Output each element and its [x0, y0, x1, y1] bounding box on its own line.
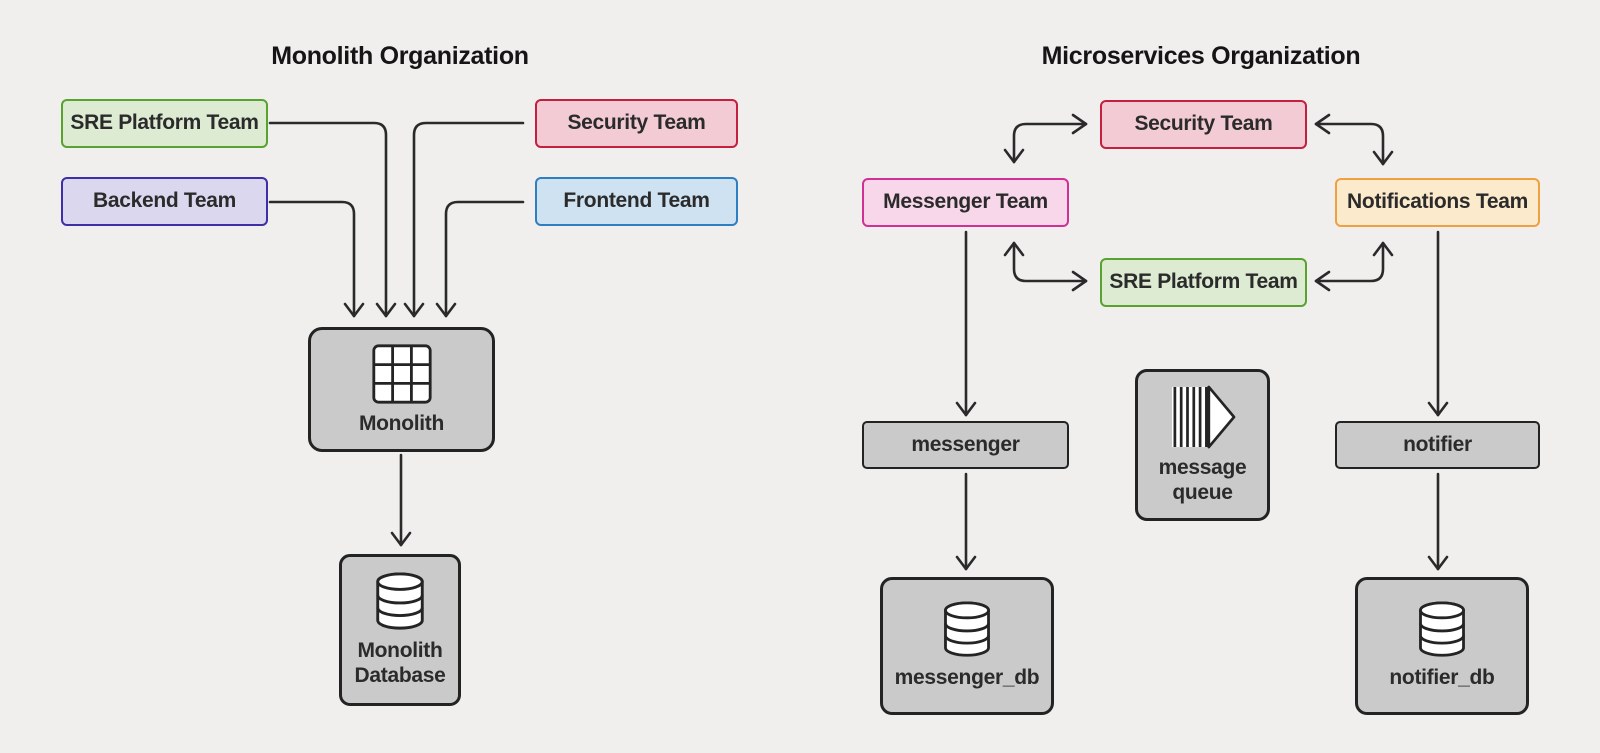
- arrow-backend-to-monolith: [268, 200, 365, 318]
- node-label: SRE Platform Team: [1109, 270, 1298, 294]
- node-label: notifier_db: [1389, 666, 1495, 690]
- arrow-messenger-to-messenger-db: [955, 472, 977, 571]
- database-icon: [944, 601, 990, 657]
- arrow-notifier-to-notifier-db: [1427, 472, 1449, 571]
- node-label: Monolith: [358, 411, 445, 435]
- monolith-panel-title: Monolith Organization: [271, 42, 529, 70]
- arrow-sre-platform-team-notifications-team: [1314, 241, 1394, 292]
- database-icon: [376, 572, 424, 630]
- node-frontend-team: Frontend Team: [535, 177, 738, 226]
- node-label: message queue: [1158, 455, 1247, 504]
- node-label: Security Team: [1134, 112, 1273, 136]
- node-messenger-team: Messenger Team: [862, 178, 1069, 227]
- microservices-panel-title: Microservices Organization: [1041, 42, 1361, 70]
- arrow-messenger-team-to-messenger: [955, 230, 977, 417]
- arrow-security-team-notifications-team: [1314, 113, 1394, 166]
- node-messenger-db: messenger_db: [880, 577, 1054, 715]
- arrow-security-to-monolith: [403, 121, 525, 318]
- node-label: messenger: [911, 432, 1020, 456]
- arrow-messenger-team-security-team: [1003, 113, 1088, 164]
- node-label: Security Team: [567, 111, 706, 135]
- node-label: notifier: [1403, 432, 1472, 456]
- node-sre-platform-team-left: SRE Platform Team: [61, 99, 268, 148]
- database-icon: [1419, 601, 1465, 657]
- node-sre-platform-team-right: SRE Platform Team: [1100, 258, 1307, 307]
- node-label: Backend Team: [92, 189, 237, 213]
- node-security-team-left: Security Team: [535, 99, 738, 148]
- arrow-monolith-to-database: [390, 453, 412, 547]
- node-monolith: Monolith: [308, 327, 495, 452]
- node-notifier-db: notifier_db: [1355, 577, 1529, 715]
- node-label: messenger_db: [894, 666, 1040, 690]
- node-backend-team: Backend Team: [61, 177, 268, 226]
- arrow-frontend-to-monolith: [435, 200, 525, 318]
- node-notifications-team: Notifications Team: [1335, 178, 1540, 227]
- arrow-notifications-team-to-notifier: [1427, 230, 1449, 417]
- arrow-messenger-team-sre-platform-team: [1003, 241, 1088, 292]
- node-messenger-service: messenger: [862, 421, 1069, 469]
- node-monolith-database: Monolith Database: [339, 554, 461, 706]
- queue-icon: [1171, 385, 1235, 449]
- grid-icon: [371, 344, 432, 404]
- node-message-queue: message queue: [1135, 369, 1270, 521]
- node-label: Messenger Team: [883, 190, 1048, 214]
- node-label: SRE Platform Team: [70, 111, 259, 135]
- node-notifier-service: notifier: [1335, 421, 1540, 469]
- node-security-team-right: Security Team: [1100, 100, 1307, 149]
- arrow-sre-platform-to-monolith: [268, 121, 397, 318]
- node-label: Frontend Team: [563, 189, 710, 213]
- node-label: Notifications Team: [1347, 190, 1528, 214]
- node-label: Monolith Database: [354, 638, 446, 687]
